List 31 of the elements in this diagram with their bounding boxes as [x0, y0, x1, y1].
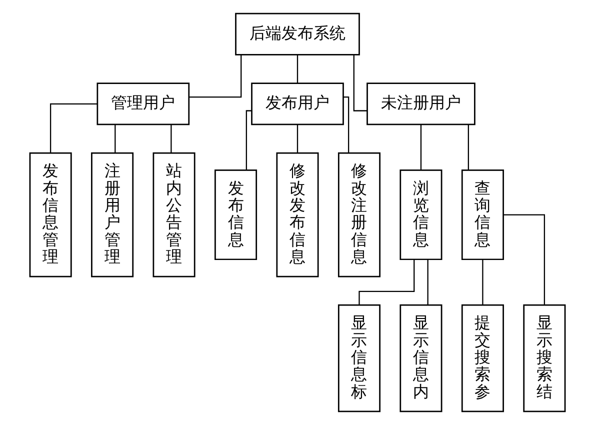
connector [352, 54, 367, 111]
node-box: 发布信息 [214, 169, 257, 260]
node-box: 查询信息 [460, 169, 504, 260]
node-box: 显示信息标 [337, 304, 380, 412]
node-box: 管理用户 [96, 82, 190, 125]
connector [49, 102, 97, 152]
node-box: 站内公告管理 [152, 152, 195, 277]
node-box: 修改发布信息 [276, 152, 318, 277]
node-box: 后端发布系统 [234, 12, 360, 55]
connector [114, 124, 116, 152]
connector [296, 54, 298, 82]
node-box: 显示搜索结 [522, 304, 566, 412]
connector [188, 54, 242, 98]
node-box: 显示信息内 [399, 304, 442, 412]
connector [170, 124, 172, 152]
connector [342, 96, 349, 152]
connector [420, 124, 422, 170]
node-box: 未注册用户 [366, 82, 475, 125]
node-box: 注册用户管理 [90, 152, 134, 277]
connector [467, 124, 468, 170]
connector [245, 110, 252, 170]
connector [296, 124, 298, 152]
connector [426, 258, 428, 304]
node-box: 修改注册信息 [337, 152, 380, 277]
node-box: 提交搜索参 [460, 304, 504, 412]
node-box: 发布用户 [250, 82, 344, 125]
connector [358, 259, 414, 304]
connector [482, 258, 483, 304]
node-box: 浏览信息 [399, 169, 442, 260]
connector [503, 214, 545, 304]
node-box: 发布信息管理 [28, 152, 72, 277]
